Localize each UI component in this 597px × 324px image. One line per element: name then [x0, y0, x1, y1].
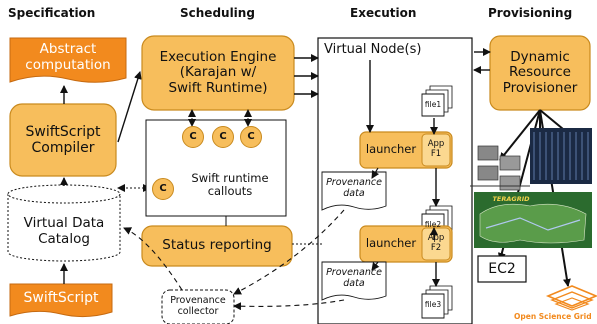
swiftscript-compiler-label: SwiftScript Compiler: [25, 123, 101, 156]
callout-badge-3: C: [240, 126, 262, 148]
teragrid-label: TERAGRID: [492, 195, 530, 204]
provenance-data-1-shape: [321, 171, 387, 211]
provenance-collector-label: Provenance collector: [170, 295, 226, 317]
provenance-data-2-label: Provenance data: [326, 267, 382, 289]
file3-doc: [421, 285, 453, 319]
abstract-computation-shape: [9, 37, 127, 83]
computer-cluster-icon: [470, 145, 530, 191]
provenance-collector-box: [161, 289, 235, 324]
callout-badge-1: C: [182, 126, 204, 148]
teragrid-map-icon: [474, 192, 592, 248]
provenance-data-1-label: Provenance data: [326, 177, 382, 199]
swiftscript-shape: [9, 283, 113, 318]
status-reporting-box[interactable]: [141, 225, 293, 267]
open-science-grid-logo: [545, 285, 597, 311]
callouts-panel: [145, 119, 287, 217]
provenance-data-2-shape: [321, 261, 387, 301]
ec2-box: [477, 255, 527, 283]
execution-engine-label: Execution Engine (Karajan w/ Swift Runti…: [159, 48, 277, 96]
file3-label: file3: [424, 299, 442, 309]
app-f1-label: App F1: [427, 139, 445, 159]
swift-runtime-callouts-label: Swift runtime callouts: [191, 170, 269, 198]
virtual-nodes-label: Virtual Node(s): [324, 41, 422, 57]
file2-doc: [421, 205, 453, 239]
header-execution: Execution: [350, 6, 417, 20]
callout-badge-4: C: [152, 178, 174, 200]
callout-badge-2: C: [212, 126, 234, 148]
abstract-computation-label: Abstract computation: [25, 41, 111, 73]
virtual-data-catalog-label: Virtual Data Catalog: [23, 215, 105, 247]
swiftscript-label: SwiftScript: [23, 289, 99, 306]
file1-label: file1: [424, 99, 442, 109]
dynamic-resource-provisioner-label: Dynamic Resource Provisioner: [502, 48, 578, 96]
execution-engine-box[interactable]: [141, 35, 295, 111]
header-provisioning: Provisioning: [488, 6, 573, 20]
open-science-grid-label: Open Science Grid: [514, 311, 592, 321]
swiftscript-compiler-box[interactable]: [9, 103, 117, 177]
file1-doc: [421, 85, 453, 117]
app-f2-label: App F2: [427, 233, 445, 253]
header-specification: Specification: [8, 6, 96, 20]
server-rack-icon: [530, 128, 592, 184]
launcher1-label: launcher: [365, 142, 417, 157]
virtual-data-catalog-cylinder: [7, 194, 121, 262]
header-scheduling: Scheduling: [180, 6, 255, 20]
ec2-label: EC2: [488, 260, 516, 277]
launcher2-label: launcher: [365, 236, 417, 251]
status-reporting-label: Status reporting: [162, 237, 272, 254]
file2-label: file2: [424, 219, 442, 229]
